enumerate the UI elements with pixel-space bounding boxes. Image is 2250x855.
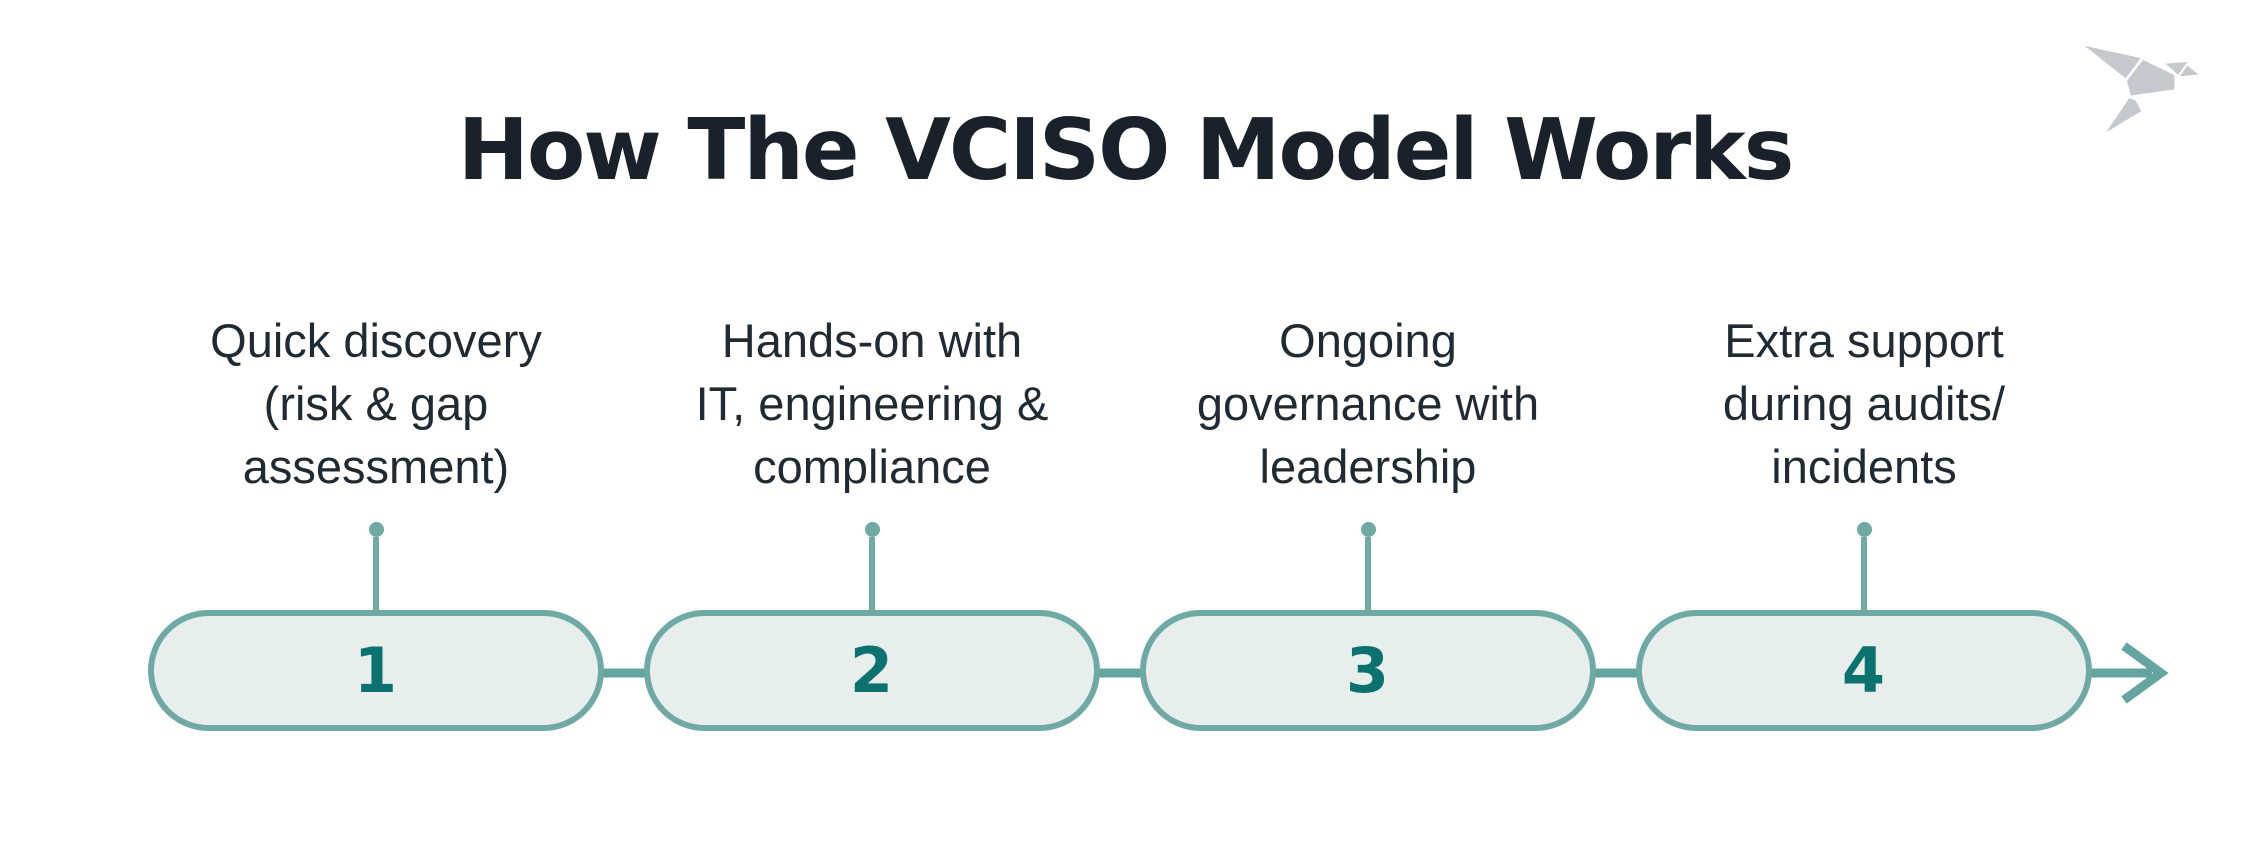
step-1-label-line-2: (risk & gap — [263, 377, 489, 430]
step-1-pill: 1 — [148, 610, 604, 731]
step-2-label-line-1: Hands-on with — [721, 314, 1023, 367]
step-3-connector-stem — [1365, 537, 1371, 610]
step-4-label-line-2: during audits/ — [1722, 377, 2006, 430]
step-3-pill: 3 — [1140, 610, 1596, 731]
step-3-label-line-3: leadership — [1259, 440, 1477, 493]
step-1-connector-dot — [368, 522, 384, 537]
step-2: Hands-on with IT, engineering & complian… — [644, 300, 1100, 731]
step-3-label: Ongoing governance with leadership — [1197, 300, 1539, 498]
right-arrow-icon — [2121, 642, 2169, 704]
step-2-label-line-3: compliance — [753, 440, 991, 493]
step-4-label-line-3: incidents — [1771, 440, 1957, 493]
step-2-number: 2 — [849, 634, 895, 707]
step-1-connector-stem — [373, 537, 379, 610]
step-2-label-line-2: IT, engineering & — [695, 377, 1049, 430]
page-title: How The VCISO Model Works — [457, 101, 1795, 200]
step-3-label-line-2: governance with — [1196, 377, 1540, 430]
step-4-label: Extra support during audits/ incidents — [1723, 300, 2005, 498]
step-3-label-line-1: Ongoing — [1279, 314, 1457, 367]
step-1-number: 1 — [353, 634, 399, 707]
origami-bird-logo-icon — [2079, 42, 2202, 137]
step-3: Ongoing governance with leadership 3 — [1140, 300, 1596, 731]
step-4-label-line-1: Extra support — [1724, 314, 2004, 367]
step-4-pill: 4 — [1636, 610, 2092, 731]
step-4-connector-stem — [1861, 537, 1867, 610]
step-1: Quick discovery (risk & gap assessment) … — [148, 300, 604, 731]
step-4: Extra support during audits/ incidents 4 — [1636, 300, 2092, 731]
step-2-pill: 2 — [644, 610, 1100, 731]
step-2-connector-stem — [869, 537, 875, 610]
step-4-connector-dot — [1856, 522, 1872, 537]
step-2-label: Hands-on with IT, engineering & complian… — [696, 300, 1049, 498]
step-2-connector-dot — [864, 522, 880, 537]
step-1-label-line-1: Quick discovery — [210, 314, 542, 367]
step-3-number: 3 — [1345, 634, 1391, 707]
step-1-label: Quick discovery (risk & gap assessment) — [210, 300, 542, 498]
step-3-connector-dot — [1360, 522, 1376, 537]
step-1-label-line-3: assessment) — [242, 440, 510, 493]
step-4-number: 4 — [1841, 634, 1887, 707]
timeline-steps: Quick discovery (risk & gap assessment) … — [148, 300, 2092, 731]
